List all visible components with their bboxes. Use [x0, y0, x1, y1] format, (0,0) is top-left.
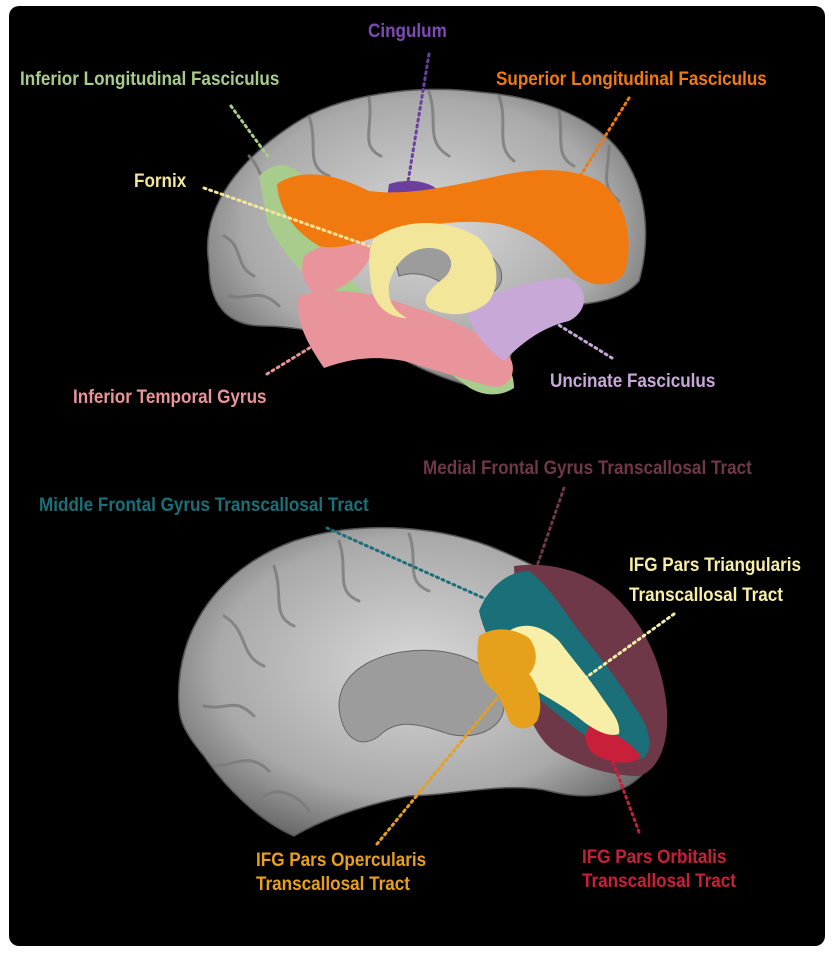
cingulum-label: Cingulum	[368, 20, 447, 44]
ifg-operc-label-line1: IFG Pars Opercularis	[256, 849, 426, 873]
medial-fg-label: Medial Frontal Gyrus Transcallosal Tract	[423, 457, 752, 481]
ifg-tri-label-line2: Transcallosal Tract	[629, 584, 801, 608]
itg-label: Inferior Temporal Gyrus	[73, 386, 267, 410]
ilf-leader	[231, 106, 269, 158]
fornix-label: Fornix	[134, 170, 186, 194]
ifg-tri-label: IFG Pars Triangularis Transcallosal Trac…	[629, 554, 801, 608]
uncinate-leader	[557, 324, 612, 358]
slf-label: Superior Longitudinal Fasciculus	[496, 68, 767, 92]
medial-fg-leader	[537, 488, 564, 566]
ifg-operc-label: IFG Pars Opercularis Transcallosal Tract	[256, 849, 426, 897]
uncinate-label: Uncinate Fasciculus	[550, 370, 715, 394]
ifg-orb-label-line1: IFG Pars Orbitalis	[582, 846, 736, 870]
ifg-operc-label-line2: Transcallosal Tract	[256, 873, 426, 897]
ifg-tri-label-line1: IFG Pars Triangularis	[629, 554, 801, 578]
mfg-label: Middle Frontal Gyrus Transcallosal Tract	[39, 494, 369, 518]
ilf-label: Inferior Longitudinal Fasciculus	[20, 68, 279, 92]
ifg-orb-label-line2: Transcallosal Tract	[582, 870, 736, 894]
figure-canvas: Cingulum Inferior Longitudinal Fasciculu…	[9, 6, 825, 946]
ifg-orb-label: IFG Pars Orbitalis Transcallosal Tract	[582, 846, 736, 894]
